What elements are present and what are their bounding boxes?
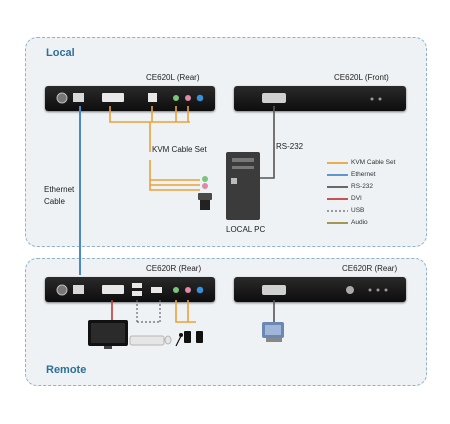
local-rear-ports [56, 92, 204, 104]
legend-dvi: DVI [351, 195, 362, 202]
legend-rs232: RS-232 [351, 183, 374, 190]
monitor-icon [88, 320, 128, 349]
local-rear-label: CE620L (Rear) [146, 73, 200, 82]
remote-rear-label-2: CE620R (Rear) [342, 264, 398, 273]
serial-device-icon [262, 322, 284, 342]
remote-rear-label: CE620R (Rear) [146, 264, 202, 273]
remote-rear2-ports [262, 285, 388, 295]
legend-ethernet: Ethernet [351, 171, 376, 178]
legend-usb: USB [351, 207, 365, 214]
local-pc-caption: LOCAL PC [226, 225, 266, 234]
usb-link [136, 300, 161, 323]
local-front-label: CE620L (Front) [334, 73, 389, 82]
rs232-caption: RS-232 [276, 142, 304, 151]
audio-link [175, 300, 196, 323]
legend-audio: Audio [351, 219, 368, 226]
local-front-ports [262, 93, 382, 103]
pc-connectors [198, 176, 212, 210]
legend-kvm: KVM Cable Set [351, 159, 396, 166]
kvm-cable-set-caption: KVM Cable Set [152, 145, 207, 154]
local-group-title: Local [46, 47, 75, 59]
pc-tower-icon [226, 152, 260, 220]
remote-group-title: Remote [46, 364, 87, 376]
legend-lines [327, 162, 348, 224]
keyboard-mouse-icon [129, 335, 172, 346]
speakers-icon [175, 331, 203, 347]
kvm-cable-set [109, 106, 200, 191]
ethernet-cable-caption: Ethernet Cable [44, 185, 75, 206]
remote-rear-ports [56, 283, 204, 296]
